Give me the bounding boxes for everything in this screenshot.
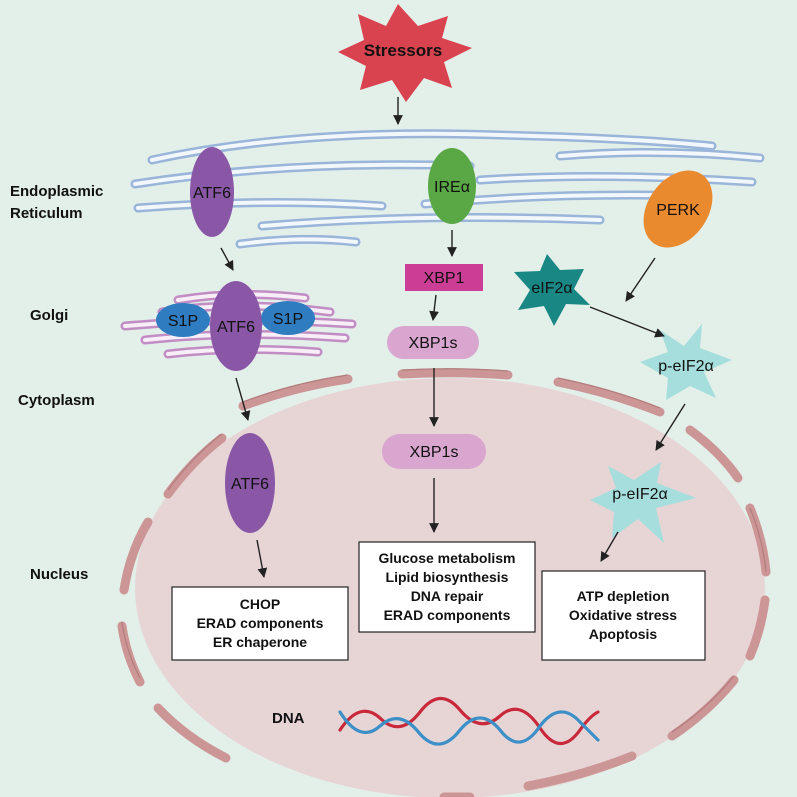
xbp1s-nucleus: XBP1s: [382, 434, 486, 469]
s1p-left-label: S1P: [168, 313, 198, 330]
arrow-p-eif2a-targets: [600, 531, 619, 562]
nuclear-envelope: [117, 368, 771, 797]
label-dna: DNA: [272, 710, 305, 727]
xbp1-target-2: Lipid biosynthesis: [386, 569, 509, 585]
pathway-arrows: [220, 230, 686, 578]
arrow-perk: [625, 257, 656, 302]
atf6-nucleus-label: ATF6: [231, 476, 269, 493]
dna-helix: [338, 696, 600, 746]
perk: PERK: [643, 170, 713, 248]
atf6-er: ATF6: [190, 147, 234, 237]
perk-target-1: ATP depletion: [577, 588, 670, 604]
p-eif2a-nucleus: p-eIF2α: [590, 462, 696, 543]
atf6-golgi: ATF6: [210, 281, 262, 371]
perk-label: PERK: [656, 202, 700, 219]
label-nucleus: Nucleus: [30, 566, 88, 583]
atf6-targets-box: CHOP ERAD components ER chaperone: [171, 586, 349, 661]
perk-targets-box: ATP depletion Oxidative stress Apoptosis: [541, 570, 706, 661]
xbp1-targets-box: Glucose metabolism Lipid biosynthesis DN…: [358, 541, 536, 633]
atf6-nucleus: ATF6: [225, 433, 275, 533]
xbp1-target-1: Glucose metabolism: [379, 550, 516, 566]
arrow-atf6-targets: [256, 539, 268, 578]
arrow-xbp1-xbp1s: [429, 294, 439, 321]
p-eif2a-nucleus-label: p-eIF2α: [612, 486, 668, 503]
atf6-target-1: CHOP: [240, 596, 280, 612]
label-reticulum: Reticulum: [10, 205, 83, 222]
label-endoplasmic: Endoplasmic: [10, 183, 103, 200]
perk-target-2: Oxidative stress: [569, 607, 677, 623]
xbp1s-cytoplasm-label: XBP1s: [409, 335, 458, 352]
stressors-burst: Stressors: [338, 4, 472, 102]
atf6-target-2: ERAD components: [197, 615, 324, 631]
eif2a-label: eIF2α: [531, 280, 572, 297]
arrow-p-eif2a-nucleus: [655, 403, 686, 451]
s1p-left: S1P: [156, 303, 210, 337]
s1p-right-label: S1P: [273, 311, 303, 328]
xbp1-target-4: ERAD components: [384, 607, 511, 623]
s1p-right: S1P: [261, 301, 315, 335]
label-golgi: Golgi: [30, 307, 68, 324]
ire-er-label: IREα: [434, 179, 470, 196]
label-cytoplasm: Cytoplasm: [18, 392, 95, 409]
dna-strand-blue: [338, 710, 600, 746]
atf6-target-3: ER chaperone: [213, 634, 307, 650]
arrow-eif2a-phospho: [589, 306, 665, 338]
xbp1-label: XBP1: [424, 270, 465, 287]
atf6-golgi-label: ATF6: [217, 319, 255, 336]
xbp1: XBP1: [405, 264, 483, 291]
ire-er: IREα: [428, 148, 476, 224]
xbp1-target-3: DNA repair: [411, 588, 484, 604]
dna-strand-red: [338, 696, 600, 746]
p-eif2a-cytoplasm-label: p-eIF2α: [658, 358, 714, 375]
atf6-er-label: ATF6: [193, 185, 231, 202]
nuclear-envelope-inner: [121, 368, 767, 733]
xbp1s-nucleus-label: XBP1s: [410, 444, 459, 461]
stressors-label: Stressors: [364, 41, 442, 60]
arrow-atf6-golgi: [220, 247, 234, 271]
eif2a: eIF2α: [514, 254, 590, 326]
perk-target-3: Apoptosis: [589, 626, 658, 642]
arrow-atf6-nucleus: [235, 377, 251, 421]
p-eif2a-cytoplasm: p-eIF2α: [640, 324, 732, 400]
stressors-shape: [338, 4, 472, 102]
xbp1s-cytoplasm: XBP1s: [387, 326, 479, 359]
endoplasmic-reticulum: [130, 129, 765, 249]
